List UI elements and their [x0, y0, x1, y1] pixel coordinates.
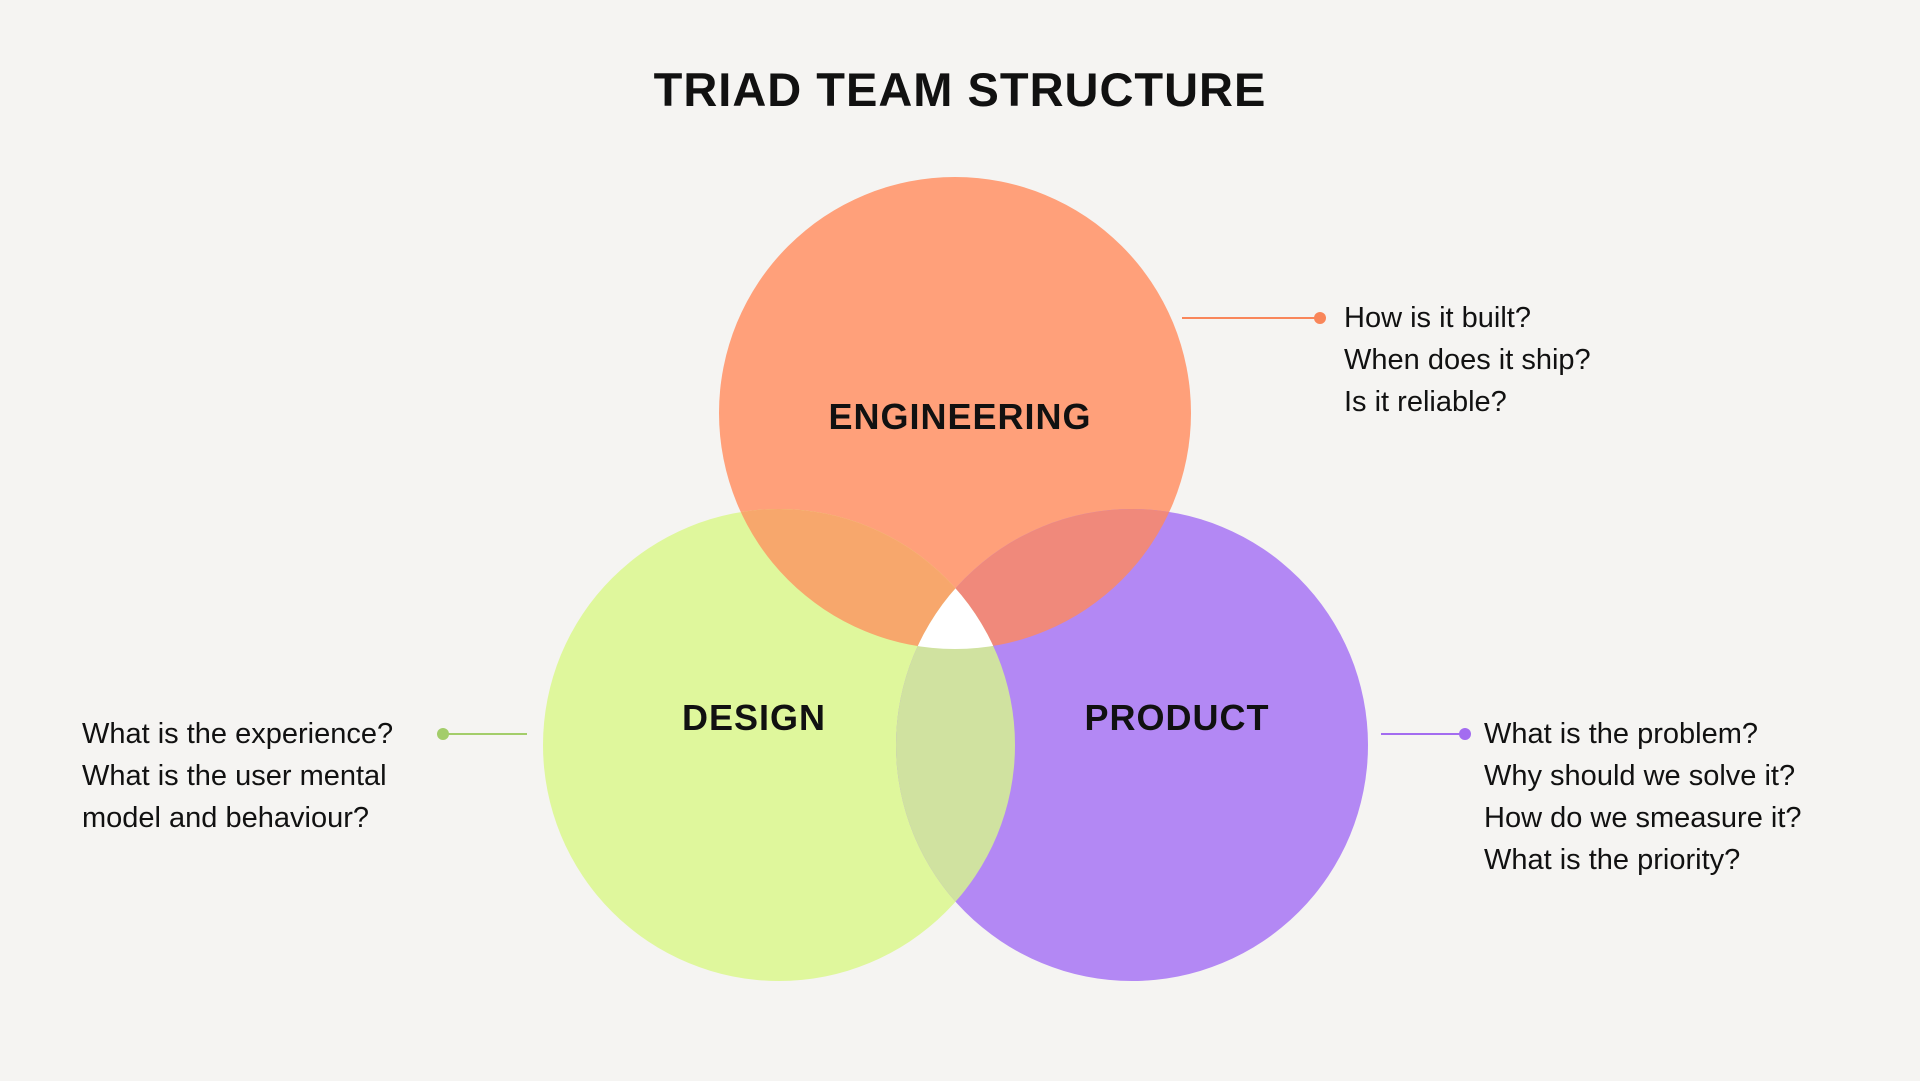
- design-note: What is the user mental: [82, 760, 387, 792]
- product-label: PRODUCT: [1085, 697, 1270, 738]
- product-note: What is the priority?: [1484, 844, 1741, 876]
- design-connector-dot: [437, 728, 449, 740]
- product-note: How do we smeasure it?: [1484, 802, 1802, 834]
- design-notes: What is the experience? What is the user…: [82, 713, 393, 839]
- diagram-title: TRIAD TEAM STRUCTURE: [653, 63, 1267, 116]
- engineering-connector-dot: [1314, 312, 1326, 324]
- product-note: Why should we solve it?: [1484, 760, 1796, 792]
- engineering-product-overlap: [896, 509, 1191, 649]
- engineering-label: ENGINEERING: [828, 396, 1091, 437]
- product-notes: What is the problem? Why should we solve…: [1484, 713, 1802, 881]
- product-connector-dot: [1459, 728, 1471, 740]
- engineering-note: When does it ship?: [1344, 344, 1591, 376]
- design-label: DESIGN: [682, 697, 826, 738]
- engineering-notes: How is it built? When does it ship? Is i…: [1344, 297, 1591, 423]
- product-note: What is the problem?: [1484, 718, 1759, 750]
- design-note: What is the experience?: [82, 718, 394, 750]
- design-note: model and behaviour?: [82, 802, 369, 834]
- engineering-design-overlap: [719, 509, 1015, 649]
- engineering-note: Is it reliable?: [1344, 386, 1507, 418]
- engineering-note: How is it built?: [1344, 302, 1531, 334]
